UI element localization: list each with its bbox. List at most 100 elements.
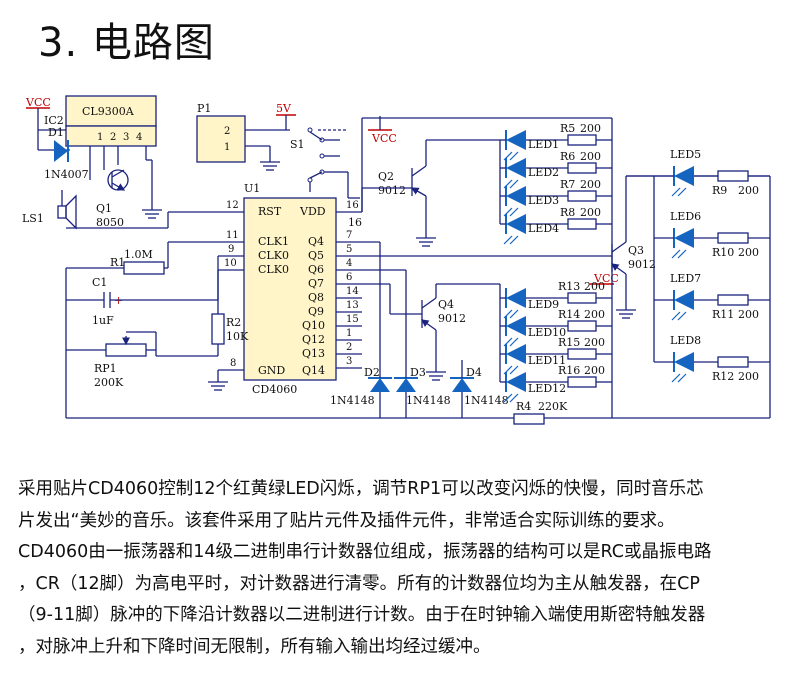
r1-value: 1.0M (124, 248, 153, 261)
svg-text:D3: D3 (410, 366, 426, 379)
led-led2 (503, 158, 526, 189)
resistor-r10 (717, 232, 749, 244)
pin-clk1: CLK1 (258, 235, 289, 248)
svg-text:15: 15 (346, 314, 359, 325)
svg-text:D2: D2 (364, 366, 380, 379)
diode-d4 (450, 377, 474, 392)
resistor-r13 (567, 292, 597, 304)
svg-text:8: 8 (230, 358, 236, 369)
r4-label: R4 (516, 400, 531, 413)
pin-gnd: GND (258, 364, 285, 377)
led-led4 (503, 214, 526, 245)
resistor-r14 (567, 320, 597, 332)
q3-label: Q3 (628, 244, 644, 257)
led-label: LED8 (670, 334, 701, 347)
led-label: LED1 (528, 138, 559, 151)
led-label: LED3 (528, 194, 559, 207)
resistor-value: 200 (738, 308, 759, 321)
led-label: LED6 (670, 210, 701, 223)
resistor-value: 200 (738, 370, 759, 383)
resistor-r8 (567, 218, 597, 230)
d1-label: D1 (48, 126, 64, 139)
r2-value: 10K (226, 330, 249, 343)
resistor-r15 (567, 348, 597, 360)
svg-text:D4: D4 (466, 366, 482, 379)
pin-clk0-a: CLK0 (258, 249, 289, 262)
led-led7 (671, 290, 694, 321)
potentiometer-rp1 (105, 343, 147, 357)
resistor-value: 200 (738, 184, 759, 197)
svg-text:1N4148: 1N4148 (464, 394, 509, 407)
led-label: LED12 (528, 382, 566, 395)
svg-text:1: 1 (224, 142, 230, 153)
resistor-value: 200 (584, 308, 605, 321)
svg-text:1: 1 (346, 328, 352, 339)
ls1-label: LS1 (22, 212, 44, 225)
resistor-value: 200 (584, 364, 605, 377)
main-chip-ref: U1 (244, 182, 260, 195)
svg-text:Q13: Q13 (302, 347, 325, 360)
resistor-r6 (567, 162, 597, 174)
rp1-label: RP1 (94, 362, 117, 375)
led-led11 (503, 344, 526, 375)
svg-text:10: 10 (224, 258, 237, 269)
resistor-label: R12 (712, 370, 734, 383)
pin16-label: 16 (348, 216, 362, 229)
ic2-label: IC2 (44, 114, 64, 127)
resistor-value: 200 (580, 122, 601, 135)
r1-label: R1 (110, 256, 125, 269)
page-title: 3. 电路图 (38, 20, 215, 66)
svg-text:2: 2 (224, 126, 230, 137)
connector-p1: 2 1 (196, 115, 246, 163)
resistor-label: R6 (560, 150, 575, 163)
svg-text:9: 9 (228, 244, 234, 255)
led-label: LED9 (528, 298, 559, 311)
circuit-schematic: CL9300A 1 2 3 4 VCC IC2 D1 1N4007 Q1 805… (22, 95, 771, 425)
music-chip-label: CL9300A (82, 105, 135, 118)
resistor-label: R5 (560, 122, 575, 135)
capacitor-c1 (103, 292, 111, 308)
led-led10 (503, 316, 526, 347)
svg-text:1: 1 (97, 132, 103, 143)
transistor-q2 (410, 140, 427, 238)
led-led3 (503, 186, 526, 217)
rp1-value: 200K (94, 376, 124, 389)
speaker-ls1 (57, 194, 77, 230)
main-chip-body (243, 197, 337, 381)
r4-value: 220K (538, 400, 568, 413)
q2-label: Q2 (378, 170, 394, 183)
c1-value: 1uF (92, 314, 114, 327)
svg-text:3: 3 (123, 132, 129, 143)
description-line: ，CR（12脚）为高电平时，对计数器进行清零。所有的计数器位均为主从触发器，在C… (18, 573, 700, 594)
switch-s1 (307, 127, 348, 192)
resistor-label: R15 (558, 336, 580, 349)
svg-text:Q6: Q6 (308, 263, 324, 276)
resistor-value: 200 (584, 280, 605, 293)
resistor-label: R13 (558, 280, 580, 293)
description-line: 采用贴片CD4060控制12个红黄绿LED闪烁，调节RP1可以改变闪烁的快慢，同… (18, 479, 704, 499)
svg-text:Q8: Q8 (308, 291, 324, 304)
svg-text:3: 3 (346, 356, 352, 367)
description-line: CD4060由一振荡器和14级二进制串行计数器位组成，振荡器的结构可以是RC或晶… (18, 542, 712, 562)
led-label: LED5 (670, 148, 701, 161)
svg-text:14: 14 (346, 286, 359, 297)
svg-text:Q10: Q10 (302, 319, 325, 332)
resistor-label: R7 (560, 178, 575, 191)
resistor-r5 (567, 134, 597, 146)
resistor-r4 (513, 413, 545, 425)
svg-text:Q5: Q5 (308, 249, 324, 262)
ground-symbol (142, 209, 162, 219)
led-led1 (503, 130, 526, 161)
resistor-value: 200 (580, 178, 601, 191)
resistor-r9 (717, 170, 749, 182)
resistor-r11 (717, 294, 749, 306)
q1-label: Q1 (96, 202, 112, 215)
q1-part-label: 8050 (96, 216, 124, 229)
v5-label: 5V (276, 102, 292, 115)
vcc-label-2: VCC (371, 132, 397, 145)
svg-text:7: 7 (346, 230, 352, 241)
svg-text:1N4148: 1N4148 (330, 394, 375, 407)
s1-label: S1 (290, 138, 305, 151)
description-line: 片发出“美妙的音乐。该套件采用了贴片元件及插件元件，非常适合实际训练的要求。 (18, 510, 675, 531)
led-label: LED11 (528, 354, 566, 367)
